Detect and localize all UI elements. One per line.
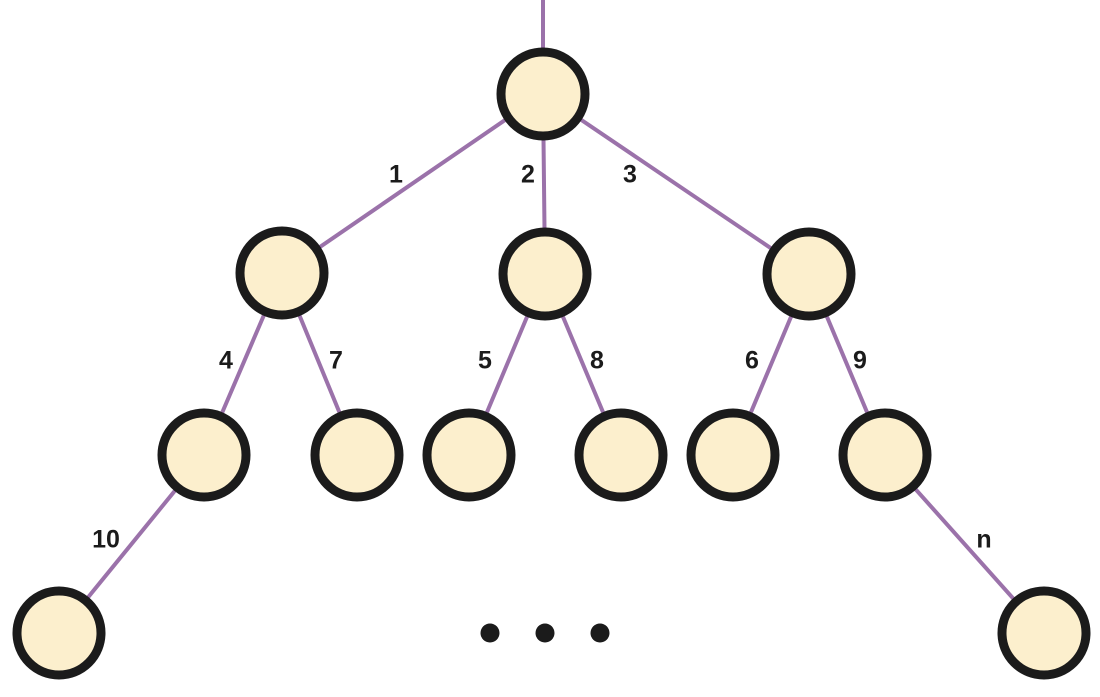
edge-root-a	[280, 92, 545, 275]
tree-node-root	[496, 47, 590, 141]
tree-node-c	[762, 227, 856, 321]
edge-label-b-b1: 5	[478, 347, 492, 375]
tree-node-b	[498, 227, 592, 321]
node-layer	[12, 47, 1091, 680]
tree-node-c1	[686, 408, 780, 502]
edge-label-c-c2: 9	[853, 347, 867, 375]
tree-node-a	[235, 226, 329, 320]
edge-label-layer: 1 2 3 4 5 6 7 8 9 10 n	[92, 161, 992, 554]
edge-label-a-a2: 7	[329, 347, 343, 375]
tree-node-c2x	[997, 586, 1091, 680]
edge-label-root-a: 1	[389, 161, 403, 189]
tree-node-b2	[574, 408, 668, 502]
edge-label-a-a1: 4	[219, 347, 233, 375]
ellipsis-dot-3	[590, 623, 610, 643]
tree-node-b1	[422, 408, 516, 502]
ellipsis	[480, 623, 610, 643]
tree-node-a1x	[12, 586, 106, 680]
edge-label-c2-c2x: n	[976, 526, 991, 554]
edge-root-c	[541, 92, 811, 276]
tree-node-a1	[157, 408, 251, 502]
edge-label-c-c1: 6	[745, 347, 759, 375]
ellipsis-dot-2	[535, 623, 555, 643]
edge-label-b-b2: 8	[590, 347, 604, 375]
edge-label-a1-a1x: 10	[92, 526, 120, 554]
edge-label-root-c: 3	[623, 161, 637, 189]
edge-label-root-b: 2	[521, 161, 535, 189]
ellipsis-dot-1	[480, 623, 500, 643]
tree-node-a2	[310, 408, 404, 502]
tree-node-c2	[838, 408, 932, 502]
